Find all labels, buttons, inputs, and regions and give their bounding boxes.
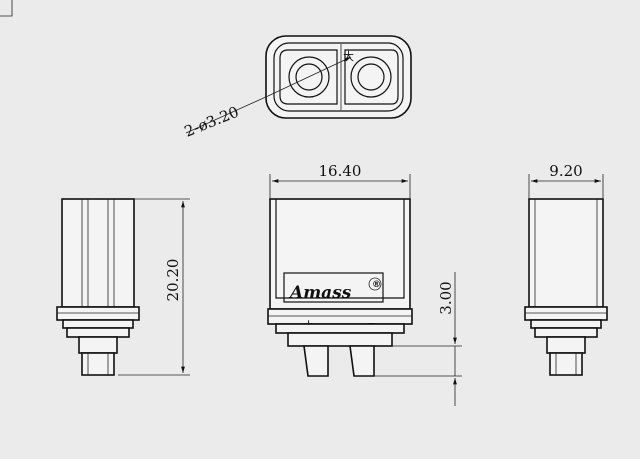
brand-logo: Amass bbox=[288, 283, 352, 303]
right-side-housing bbox=[528, 198, 604, 308]
registered-mark: ® bbox=[372, 280, 381, 290]
right-socket-cavity bbox=[344, 49, 399, 105]
left-side-view: 20.20 bbox=[56, 198, 190, 376]
left-socket-cavity bbox=[279, 49, 338, 105]
top-view-outline bbox=[265, 35, 412, 119]
corner-mark bbox=[0, 0, 13, 17]
front-logo-panel bbox=[283, 272, 384, 303]
right-side-step bbox=[530, 319, 602, 329]
left-hole-outer bbox=[288, 56, 330, 98]
depth-dimension-label: 9.20 bbox=[549, 162, 582, 180]
right-hole-outer bbox=[350, 56, 392, 98]
right-side-base bbox=[534, 327, 598, 338]
right-side-pin-block bbox=[549, 352, 583, 376]
side-view-step bbox=[62, 319, 134, 329]
front-view: Amass ® + − 16.40 3.00 bbox=[267, 162, 462, 406]
registered-mark-circle bbox=[368, 277, 382, 291]
front-base-plate bbox=[275, 323, 405, 334]
pin-offset-dimension-label: 3.00 bbox=[437, 281, 455, 314]
front-flange bbox=[267, 308, 413, 325]
front-housing bbox=[269, 198, 411, 310]
side-view-neck bbox=[78, 336, 118, 354]
hole-callout-label: 2-ø3.20 bbox=[182, 103, 242, 141]
right-hole bbox=[357, 63, 385, 91]
left-hole bbox=[295, 63, 323, 91]
side-view-housing bbox=[61, 198, 135, 308]
right-side-flange bbox=[524, 306, 608, 321]
side-view-base bbox=[66, 327, 130, 338]
front-inner-frame bbox=[275, 199, 405, 299]
front-base bbox=[287, 332, 393, 347]
right-side-view: 9.20 bbox=[524, 162, 608, 376]
front-pin-left bbox=[303, 345, 329, 377]
right-side-neck bbox=[546, 336, 586, 354]
hole-callout-leader-ext bbox=[185, 95, 269, 134]
height-dimension-label: 20.20 bbox=[164, 259, 182, 302]
top-view-inner-outline bbox=[273, 42, 404, 112]
polarity-mark: 大 bbox=[343, 49, 354, 63]
width-dimension-label: 16.40 bbox=[319, 162, 362, 180]
side-view-pin-block bbox=[81, 352, 115, 376]
top-view: 2-ø3.20 大 bbox=[182, 35, 412, 141]
side-view-flange bbox=[56, 306, 140, 321]
front-pin-right bbox=[349, 345, 375, 377]
hole-callout-leader bbox=[267, 56, 352, 97]
